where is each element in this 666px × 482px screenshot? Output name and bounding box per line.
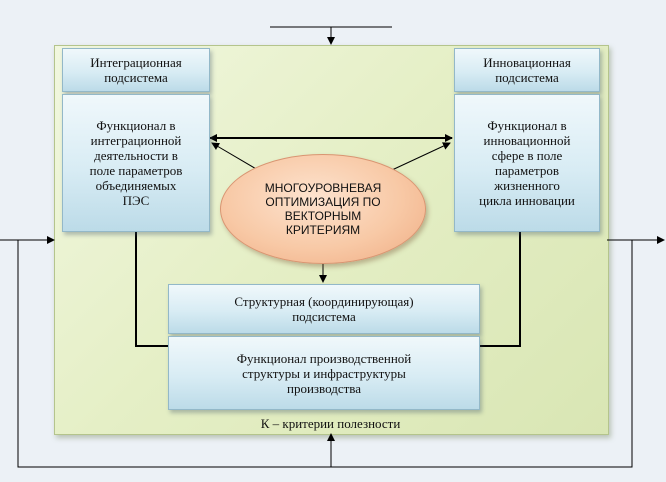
integration-body: Функционал в интеграционной деятельности…	[62, 94, 210, 232]
structural-header: Структурная (координирующая) подсистема	[168, 284, 480, 334]
left-to-structural	[135, 232, 168, 347]
innovation-header: Инновационная подсистема	[454, 48, 600, 92]
optimization-ellipse: МНОГОУРОВНЕВАЯ ОПТИМИЗАЦИЯ ПО ВЕКТОРНЫМ …	[220, 154, 426, 264]
ellipse-to-right	[391, 142, 451, 171]
integration-header: Интеграционная подсистема	[62, 48, 210, 92]
outer-loop	[17, 240, 633, 468]
right-to-structural	[480, 232, 521, 347]
structural-body: Функционал производственной структуры и …	[168, 336, 480, 410]
ellipse-to-left	[211, 142, 259, 171]
utility-criteria-label: К – критерии полезности	[260, 416, 401, 431]
innovation-body: Функционал в инновационной сфере в поле …	[454, 94, 600, 232]
